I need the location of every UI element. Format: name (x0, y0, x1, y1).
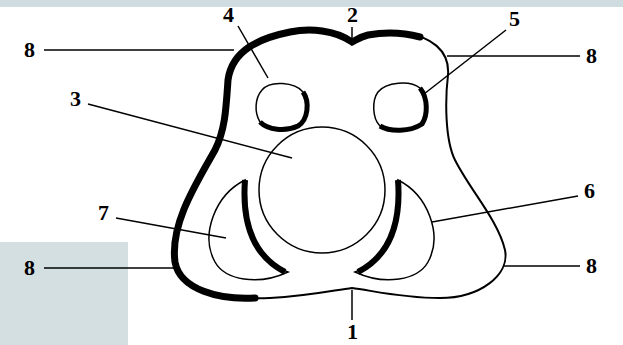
callout-number: 8 (22, 257, 37, 279)
callout-number: 6 (582, 180, 597, 202)
callout-number: 5 (507, 8, 522, 30)
leader-line (44, 49, 234, 51)
leader-line (44, 267, 176, 269)
upper-right-cavity (374, 83, 427, 130)
central-canal (259, 127, 385, 253)
leader-line (116, 218, 226, 238)
leader-line (447, 55, 580, 57)
crescent-edge (358, 180, 399, 272)
callout-number: 8 (584, 255, 599, 277)
leader-line (88, 104, 292, 158)
callout-number: 8 (584, 45, 599, 67)
leader-line (238, 26, 268, 78)
outer-outline (174, 30, 505, 298)
callout-number: 8 (22, 39, 37, 61)
cavity-edge (260, 92, 307, 129)
lower-right-crescent (355, 180, 434, 280)
cavity-edge (380, 88, 426, 130)
callout-number: 3 (68, 88, 83, 110)
crescent-edge (244, 180, 285, 272)
callout-number: 7 (96, 202, 111, 224)
leader-line (432, 196, 578, 222)
callout-number: 1 (345, 321, 360, 343)
callout-number: 4 (221, 4, 236, 26)
upper-left-cavity (256, 83, 307, 129)
leader-line (351, 27, 353, 40)
top-band (0, 0, 623, 7)
callout-number: 2 (345, 4, 360, 26)
leader-line (424, 30, 506, 94)
leader-line (503, 265, 580, 267)
side-panel (0, 242, 128, 345)
lower-left-crescent (209, 180, 288, 280)
leader-line (351, 290, 353, 320)
